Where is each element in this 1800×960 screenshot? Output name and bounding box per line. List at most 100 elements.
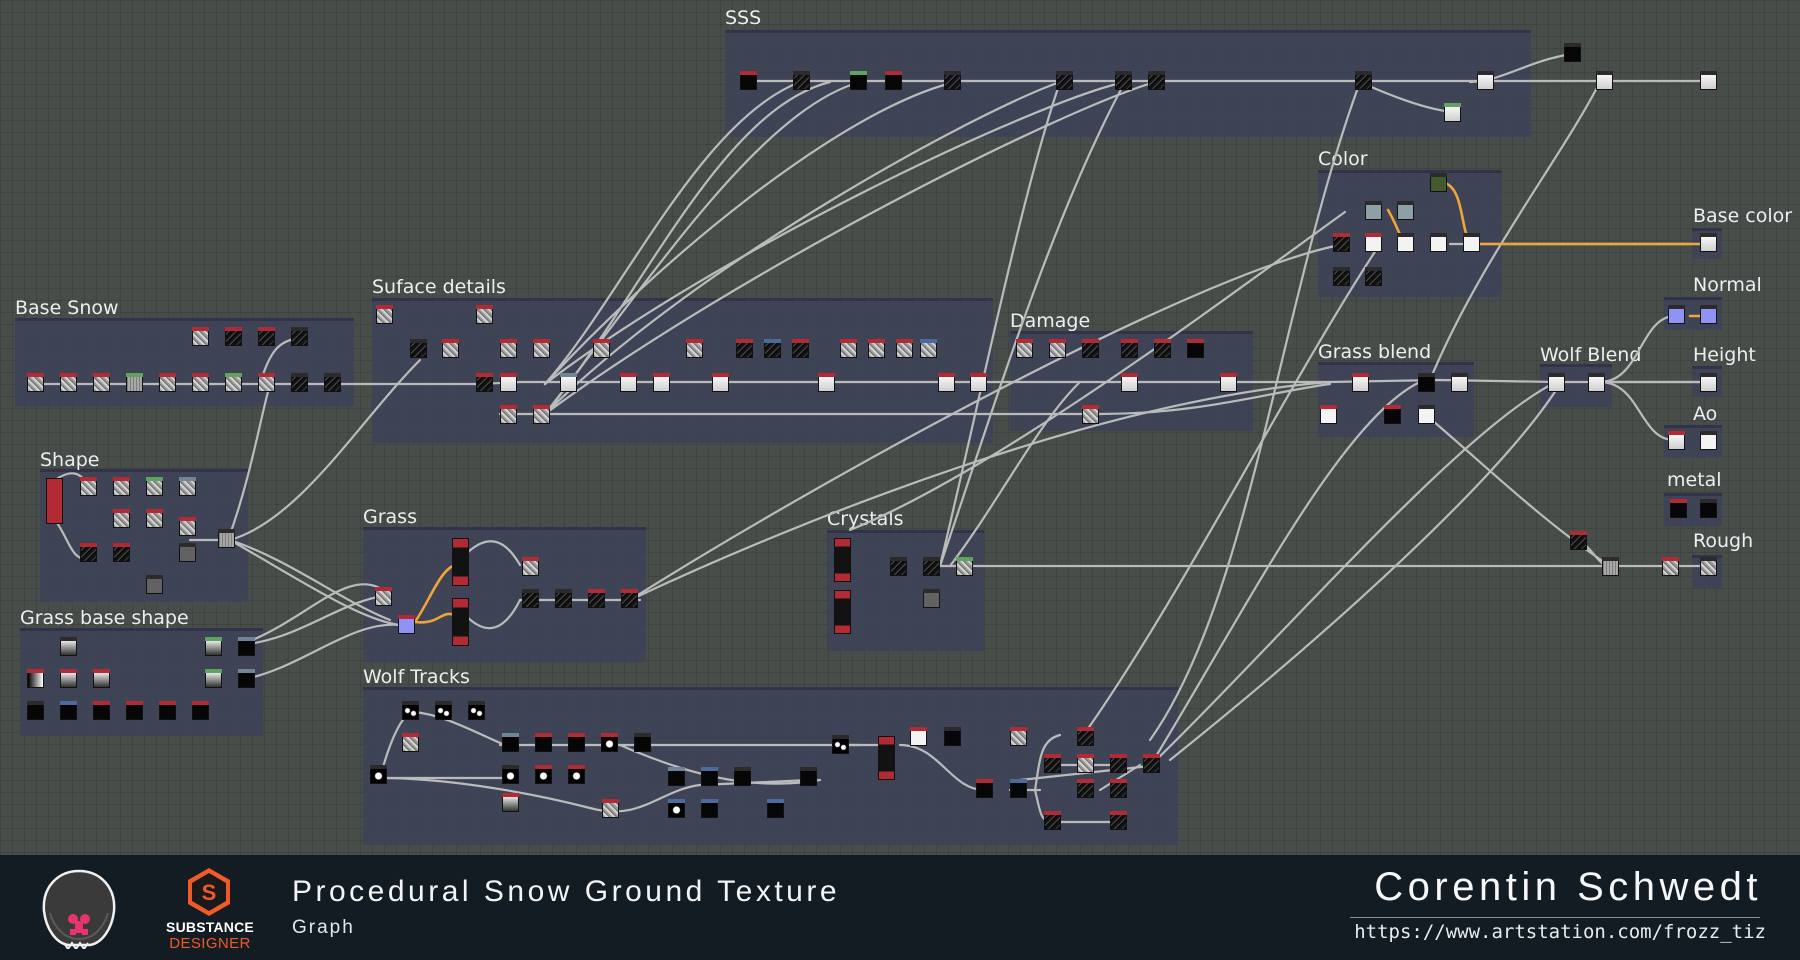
output-node-height[interactable] — [1700, 373, 1717, 392]
node[interactable] — [1355, 71, 1372, 90]
node[interactable] — [192, 701, 209, 720]
node[interactable] — [734, 767, 751, 786]
output-node-ao-in[interactable] — [1668, 431, 1685, 450]
node[interactable] — [1044, 754, 1061, 773]
node[interactable] — [159, 373, 176, 392]
node[interactable] — [712, 373, 729, 392]
node[interactable] — [944, 727, 961, 746]
node[interactable] — [1384, 405, 1401, 424]
node[interactable] — [923, 589, 940, 608]
node[interactable] — [621, 589, 638, 608]
node[interactable] — [938, 373, 955, 392]
node[interactable] — [146, 575, 163, 594]
node[interactable] — [920, 339, 937, 358]
node[interactable] — [568, 733, 585, 752]
node[interactable] — [764, 339, 781, 358]
node[interactable] — [1110, 779, 1127, 798]
node[interactable] — [113, 543, 130, 562]
output-node-base-color[interactable] — [1700, 233, 1717, 252]
node[interactable] — [258, 327, 275, 346]
node[interactable] — [896, 339, 913, 358]
node[interactable] — [146, 477, 163, 496]
node[interactable] — [976, 779, 993, 798]
node[interactable] — [832, 735, 849, 754]
node[interactable] — [1077, 779, 1094, 798]
node[interactable] — [878, 736, 895, 780]
node[interactable] — [1570, 531, 1587, 550]
node[interactable] — [1148, 71, 1165, 90]
node[interactable] — [258, 373, 275, 392]
node[interactable] — [868, 339, 885, 358]
node[interactable] — [324, 373, 341, 392]
node[interactable] — [1463, 233, 1480, 252]
node[interactable] — [1365, 267, 1382, 286]
node[interactable] — [46, 478, 63, 524]
node[interactable] — [435, 701, 452, 720]
node[interactable] — [1115, 71, 1132, 90]
node[interactable] — [60, 701, 77, 720]
node[interactable] — [840, 339, 857, 358]
node[interactable] — [1056, 71, 1073, 90]
node[interactable] — [205, 637, 222, 656]
node[interactable] — [1444, 103, 1461, 122]
node[interactable] — [522, 589, 539, 608]
node[interactable] — [1077, 727, 1094, 746]
node[interactable] — [1700, 71, 1717, 90]
node[interactable] — [620, 373, 637, 392]
node[interactable] — [159, 701, 176, 720]
node[interactable] — [502, 765, 519, 784]
node[interactable] — [601, 733, 618, 752]
node[interactable] — [126, 373, 143, 392]
node[interactable] — [800, 767, 817, 786]
node[interactable] — [535, 733, 552, 752]
node[interactable] — [375, 587, 392, 606]
node[interactable] — [793, 71, 810, 90]
node[interactable] — [398, 615, 415, 634]
node[interactable] — [1430, 173, 1447, 192]
node[interactable] — [535, 765, 552, 784]
node[interactable] — [1110, 811, 1127, 830]
node[interactable] — [668, 767, 685, 786]
node[interactable] — [1320, 405, 1337, 424]
node[interactable] — [93, 701, 110, 720]
node[interactable] — [1397, 201, 1414, 220]
node[interactable] — [1333, 233, 1350, 252]
node[interactable] — [885, 71, 902, 90]
node[interactable] — [291, 373, 308, 392]
node[interactable] — [792, 339, 809, 358]
node[interactable] — [113, 509, 130, 528]
node[interactable] — [1016, 339, 1033, 358]
node[interactable] — [93, 373, 110, 392]
node[interactable] — [60, 637, 77, 656]
node[interactable] — [923, 557, 940, 576]
output-node-ao[interactable] — [1700, 431, 1717, 450]
frame-surface-details[interactable] — [372, 298, 993, 443]
node[interactable] — [410, 339, 427, 358]
node[interactable] — [533, 339, 550, 358]
node[interactable] — [442, 339, 459, 358]
node[interactable] — [1220, 373, 1237, 392]
node[interactable] — [701, 767, 718, 786]
node-graph-canvas[interactable]: SSS Color Base Snow Suface details Damag… — [0, 0, 1800, 855]
node[interactable] — [1154, 339, 1171, 358]
node[interactable] — [60, 669, 77, 688]
node[interactable] — [1451, 373, 1468, 392]
node[interactable] — [27, 373, 44, 392]
node[interactable] — [500, 405, 517, 424]
node[interactable] — [1077, 754, 1094, 773]
node[interactable] — [944, 71, 961, 90]
node[interactable] — [910, 727, 927, 746]
node[interactable] — [1121, 373, 1138, 392]
node[interactable] — [1564, 43, 1581, 62]
node[interactable] — [568, 765, 585, 784]
node[interactable] — [1602, 557, 1619, 576]
node[interactable] — [225, 373, 242, 392]
node[interactable] — [238, 637, 255, 656]
node[interactable] — [146, 509, 163, 528]
node[interactable] — [522, 557, 539, 576]
node[interactable] — [850, 71, 867, 90]
node[interactable] — [1365, 201, 1382, 220]
node[interactable] — [588, 589, 605, 608]
node[interactable] — [205, 669, 222, 688]
node[interactable] — [1596, 71, 1613, 90]
